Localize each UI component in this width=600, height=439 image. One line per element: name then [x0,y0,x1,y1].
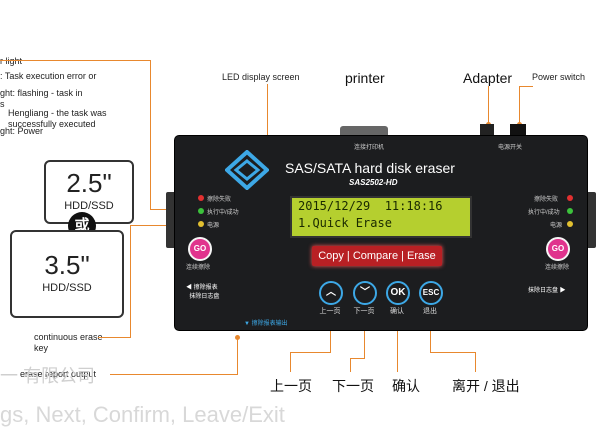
disk-3-5-inch: 3.5" HDD/SSD [10,230,124,318]
disk-type-label: HDD/SSD [42,282,92,294]
device-model: SAS2502-HD [349,178,398,187]
leader-line [290,352,291,372]
lcd-screen: 2015/12/29 11:18:16 1.Quick Erase [290,196,472,238]
callout-light-green2: successfully executed [8,119,96,129]
callout-continuous-erase: continuous erase [34,332,103,342]
callout-power-switch: Power switch [532,72,586,82]
led-right-running-label: 执行中/成功 [528,210,560,216]
led-left-power [198,221,204,227]
led-left-error-label: 擦除失败 [207,197,232,203]
label-confirm: 确认 [392,378,420,394]
callout-light-flash2: s [0,99,5,109]
power-switch-label: 电源开关 [498,145,523,151]
ok-label: 确认 [390,308,404,315]
go-button-left[interactable]: GO [188,237,212,261]
leader-line [350,358,351,372]
lcd-line-1: 2015/12/29 11:18:16 [298,199,443,213]
led-left-error [198,195,204,201]
leader-line [397,300,398,372]
disk-type-label: HDD/SSD [64,200,114,212]
left-disk-slot [166,192,176,248]
callout-light-title: r light [0,56,23,66]
led-right-running [567,208,573,214]
leader-line [475,352,476,372]
callout-light-red: : Task execution error or [0,71,97,81]
leader-line [488,86,489,124]
power-switch[interactable] [510,124,526,136]
leader-line [150,60,151,210]
page-up-label: 上一页 [319,308,341,315]
leader-line [519,86,520,124]
go-right-label: 连续擦除 [545,265,570,271]
right-port-label: 抹除日志盘 ▶ [528,288,566,294]
esc-label: 退出 [423,308,437,315]
bottom-port-label: ▼ 擦除报表输出 [244,321,288,327]
callout-report-output: erase report output [20,369,97,379]
mode-menu-bar: Copy | Compare | Erase [312,246,442,266]
callout-adapter: Adapter [463,70,513,86]
device-title: SAS/SATA hard disk eraser [285,160,455,176]
leader-line [130,225,180,226]
led-left-running [198,208,204,214]
leader-line [519,86,533,87]
adapter-port [480,124,494,136]
led-left-power-label: 电源 [207,223,220,229]
lcd-line-2: 1.Quick Erase [298,216,392,230]
led-right-error [567,195,573,201]
brand-logo-icon [225,150,269,190]
leader-line [237,337,238,375]
esc-button[interactable]: ESC [419,281,443,305]
watermark-text: 一 有限公司 [0,366,96,386]
leader-dot [235,335,240,340]
leader-line [0,60,150,61]
leader-line [110,374,238,375]
led-left-running-label: 执行中/成功 [207,210,239,216]
callout-light-flash: ght: flashing - task in [0,88,83,98]
page-down-button[interactable]: ﹀ [353,281,377,305]
led-right-power [567,221,573,227]
page-up-button[interactable]: ︿ [319,281,343,305]
leader-line [430,352,475,353]
callout-light-green: Hengliang - the task was [8,108,107,118]
disk-size-label: 3.5" [44,250,90,280]
leader-line [290,352,331,353]
printer-port [340,126,388,138]
callout-lcd-display: LED display screen [222,72,300,82]
printer-port-label: 连接打印机 [354,145,385,151]
page-down-label: 下一页 [353,308,375,315]
callout-continuous-erase2: key [34,343,49,353]
go-button-right[interactable]: GO [546,237,570,261]
callout-printer: printer [345,70,385,86]
leader-line [350,358,365,359]
english-caption: gs, Next, Confirm, Leave/Exit [0,402,285,427]
label-prev-page: 上一页 [270,378,312,394]
led-right-power-label: 电源 [550,223,563,229]
disk-size-label: 2.5" [66,168,112,198]
right-disk-slot [586,192,596,248]
left-port-label: ◀ 擦除报表 抹除日志盘 [186,285,220,300]
label-leave-exit: 离开 / 退出 [452,378,520,394]
leader-line [98,337,131,338]
callout-light-power: ght: Power [0,126,44,136]
label-next-page: 下一页 [332,378,374,394]
leader-line [130,225,131,338]
ok-button[interactable]: OK [386,281,410,305]
led-right-error-label: 擦除失败 [534,197,559,203]
go-left-label: 连续擦除 [186,265,211,271]
